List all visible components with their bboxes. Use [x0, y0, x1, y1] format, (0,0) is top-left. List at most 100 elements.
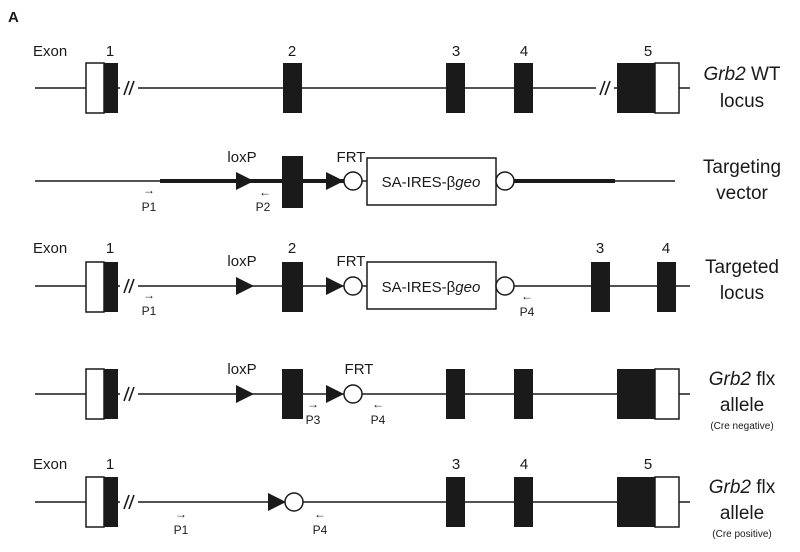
- primer-label-p1: P1: [142, 304, 157, 318]
- primer-label-p2: P2: [256, 200, 271, 214]
- exon-2: [283, 63, 302, 113]
- cassette-label-prefix: SA-IRES-β: [382, 174, 456, 191]
- gene-name: Grb2: [703, 64, 746, 85]
- row-title-flx-pos: Grb2 flx: [709, 477, 776, 498]
- cassette-label-suffix: geo: [455, 174, 480, 191]
- exon-1: [85, 261, 118, 313]
- exon-number-3: 3: [452, 43, 460, 60]
- exon-2: [282, 262, 303, 312]
- row-title-wt: Grb2 WT: [703, 64, 780, 85]
- row-subtitle-flx-pos: allele: [720, 503, 764, 524]
- frt-circle: [284, 492, 304, 512]
- loxp-label: loxP: [227, 253, 256, 270]
- frt-circle-1: [343, 276, 363, 296]
- primer-arrow-reverse: ←: [372, 397, 384, 411]
- cassette-label: SA-IRES-βgeo: [382, 174, 481, 191]
- sa-ires-bgeo-cassette: [366, 261, 497, 310]
- primer-label-p1: P1: [142, 200, 157, 214]
- row-flx-allele-cre-positive: Exon 1 3 4 5 → P1 ← P4 Grb2 flx allele (…: [33, 456, 776, 540]
- exon-word-label: Exon: [33, 456, 67, 473]
- row-wt-locus: Exon 1 2 3 4 5 Grb2 WT locus: [33, 43, 781, 114]
- row-title-suffix: flx: [751, 369, 776, 390]
- exon-number-2: 2: [288, 240, 296, 257]
- primer-label-p4: P4: [313, 523, 328, 537]
- exon-number-2: 2: [288, 43, 296, 60]
- primer-label-p4: P4: [371, 413, 386, 427]
- exon-3: [591, 262, 610, 312]
- exon-3: [446, 63, 465, 113]
- exon-2: [282, 369, 303, 419]
- row-title-targeted: Targeted: [705, 257, 779, 278]
- exon-3: [446, 369, 465, 419]
- exon-1: [85, 62, 118, 114]
- exon-number-4: 4: [662, 240, 670, 257]
- primer-arrow-reverse: ←: [314, 507, 326, 521]
- row-subtitle-wt: locus: [720, 91, 764, 112]
- cassette-label: SA-IRES-βgeo: [382, 279, 481, 296]
- exon-word-label: Exon: [33, 240, 67, 257]
- loxp-label: loxP: [227, 149, 256, 166]
- exon-4: [514, 63, 533, 113]
- exon-4: [657, 262, 676, 312]
- sa-ires-bgeo-cassette: [366, 157, 497, 206]
- loxp-triangle-2: [326, 172, 344, 190]
- exon-number-5: 5: [644, 43, 652, 60]
- row-subtitle-flx-neg: allele: [720, 395, 764, 416]
- row-subtitle-vector: vector: [716, 183, 768, 204]
- exon-1: [85, 476, 118, 528]
- exon-5: [617, 368, 680, 420]
- primer-arrow-forward: →: [307, 397, 319, 411]
- exon-3: [446, 477, 465, 527]
- frt-circle-2: [495, 276, 515, 296]
- row-targeted-locus: SA-IRES-βgeo Exon 1 2 3 4 loxP FRT → P1 …: [33, 240, 779, 319]
- primer-label-p3: P3: [306, 413, 321, 427]
- exon-4: [514, 477, 533, 527]
- gene-name: Grb2: [709, 369, 752, 390]
- exon-4: [514, 369, 533, 419]
- cassette-label-prefix: SA-IRES-β: [382, 279, 456, 296]
- primer-arrow-forward: →: [143, 183, 155, 197]
- frt-label: FRT: [345, 361, 374, 378]
- loxp-triangle: [268, 493, 286, 511]
- primer-arrow-reverse: ←: [259, 185, 271, 199]
- primer-label-p4: P4: [520, 305, 535, 319]
- row-title-suffix: flx: [751, 477, 776, 498]
- frt-circle-2: [495, 171, 515, 191]
- exon-number-1: 1: [106, 240, 114, 257]
- row-targeting-vector: SA-IRES-βgeo loxP FRT → P1 ← P2 Targetin…: [35, 149, 781, 214]
- loxp-triangle-2: [326, 385, 344, 403]
- frt-circle: [343, 384, 363, 404]
- loxp-triangle-2: [326, 277, 344, 295]
- loxp-triangle-1: [236, 277, 254, 295]
- frt-label: FRT: [337, 149, 366, 166]
- loxp-triangle-1: [236, 172, 254, 190]
- loxp-label: loxP: [227, 361, 256, 378]
- exon-word-label: Exon: [33, 43, 67, 60]
- cre-status-note: (Cre negative): [710, 421, 773, 432]
- exon-number-5: 5: [644, 456, 652, 473]
- primer-label-p1: P1: [174, 523, 189, 537]
- row-title-vector: Targeting: [703, 157, 781, 178]
- exon-5: [617, 476, 680, 528]
- row-subtitle-targeted: locus: [720, 283, 764, 304]
- panel-label: A: [8, 9, 19, 26]
- cre-status-note: (Cre positive): [712, 529, 771, 540]
- gene-name: Grb2: [709, 477, 752, 498]
- exon-number-1: 1: [106, 43, 114, 60]
- cassette-label-suffix: geo: [455, 279, 480, 296]
- exon-number-4: 4: [520, 43, 528, 60]
- row-title-flx-neg: Grb2 flx: [709, 369, 776, 390]
- primer-arrow-forward: →: [175, 507, 187, 521]
- exon-number-3: 3: [452, 456, 460, 473]
- exon-number-4: 4: [520, 456, 528, 473]
- exon-number-1: 1: [106, 456, 114, 473]
- primer-arrow-forward: →: [143, 288, 155, 302]
- frt-circle-1: [343, 171, 363, 191]
- row-title-suffix: WT: [746, 64, 781, 85]
- loxp-triangle-1: [236, 385, 254, 403]
- exon-1: [85, 368, 118, 420]
- primer-arrow-reverse: ←: [521, 289, 533, 303]
- row-flx-allele-cre-negative: loxP FRT → P3 ← P4 Grb2 flx allele (Cre …: [35, 361, 776, 432]
- frt-label: FRT: [337, 253, 366, 270]
